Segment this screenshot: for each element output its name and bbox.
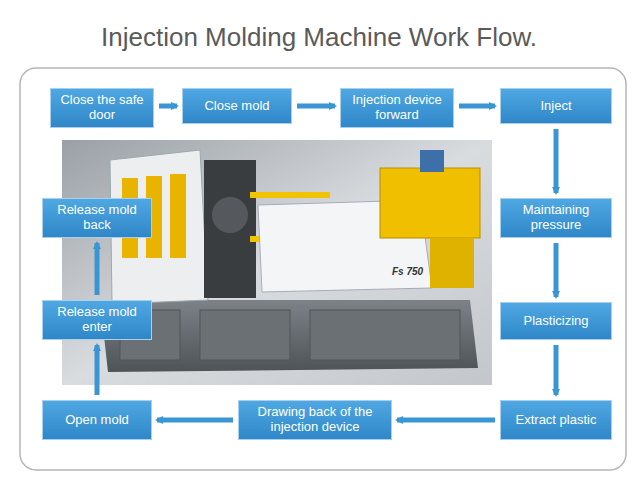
box-text: Plasticizing xyxy=(523,314,588,329)
flow-arrow xyxy=(554,129,559,193)
box-text: Extract plastic xyxy=(516,413,597,428)
base-panel xyxy=(200,310,290,360)
flow-arrow xyxy=(297,104,335,109)
box-text: Close the safe door xyxy=(56,93,148,122)
process-box: Drawing back of the injection device xyxy=(238,400,392,440)
model-label: Fs 750 xyxy=(392,266,423,277)
slide-title: Injection Molding Machine Work Flow. xyxy=(0,22,638,53)
box-text: Release mold enter xyxy=(48,305,146,334)
box-text: Drawing back of the injection device xyxy=(244,405,386,434)
flow-arrow xyxy=(397,418,495,423)
logo-mark xyxy=(15,432,30,462)
flow-arrow xyxy=(95,243,100,295)
frame-border xyxy=(20,68,626,470)
process-box: Extract plastic xyxy=(500,400,612,440)
process-box: Injection device forward xyxy=(340,88,454,128)
guard-window xyxy=(170,174,186,258)
flow-arrow xyxy=(159,104,177,109)
tie-bar xyxy=(250,192,330,198)
box-text: Maintaining pressure xyxy=(506,203,606,232)
flow-arrow xyxy=(459,104,495,109)
process-box: Release mold enter xyxy=(42,300,152,340)
process-box: Close the safe door xyxy=(50,88,154,128)
process-box: Release mold back xyxy=(42,198,152,238)
box-text: Inject xyxy=(540,99,571,114)
photo-background xyxy=(62,140,492,385)
flow-arrow xyxy=(554,243,559,297)
injection-cylinder xyxy=(430,238,474,288)
machine-base xyxy=(100,300,478,372)
injection-unit xyxy=(380,168,480,238)
box-text: Open mold xyxy=(65,413,129,428)
box-text: Injection device forward xyxy=(346,93,448,122)
process-box: Close mold xyxy=(182,88,292,124)
box-text: Close mold xyxy=(204,99,269,114)
process-box: Maintaining pressure xyxy=(500,198,612,238)
process-box: Open mold xyxy=(42,400,152,440)
base-panel xyxy=(310,310,460,360)
flow-arrow xyxy=(95,345,100,395)
hopper xyxy=(420,150,444,172)
flow-arrow xyxy=(157,418,233,423)
box-text: Release mold back xyxy=(48,203,146,232)
mold-area xyxy=(204,160,256,298)
platen xyxy=(212,197,248,233)
process-box: Plasticizing xyxy=(500,302,612,340)
flow-arrow xyxy=(554,345,559,395)
process-box: Inject xyxy=(500,88,612,124)
